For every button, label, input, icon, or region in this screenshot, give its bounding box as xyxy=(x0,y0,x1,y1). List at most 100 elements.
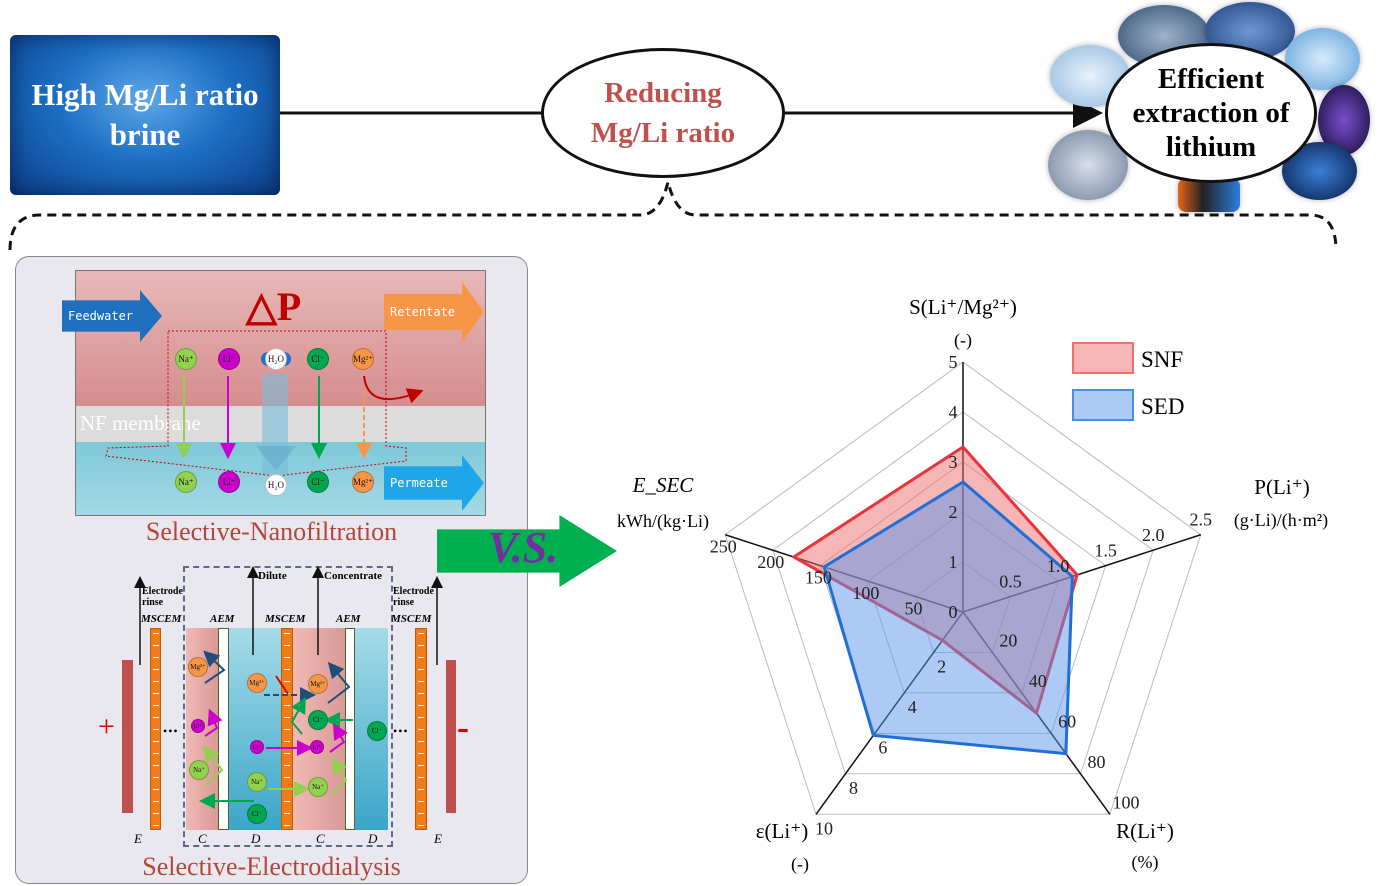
compartment-label: D xyxy=(368,831,378,846)
axis-unit-s: (-) xyxy=(954,330,972,351)
ion-cl: Cl⁻ xyxy=(367,721,387,741)
axis-title-p: P(Li⁺) xyxy=(1254,475,1309,499)
legend-swatch-snf xyxy=(1072,342,1134,374)
tick-label: 50 xyxy=(904,599,922,619)
ion-mg: Mg²⁺ xyxy=(247,673,267,693)
tick-label: 2 xyxy=(937,656,946,676)
ion-li: Li⁺ xyxy=(191,719,205,733)
tick-label: 150 xyxy=(805,568,832,588)
tick-label: 1.0 xyxy=(1047,556,1070,576)
tick-label: 200 xyxy=(757,552,784,572)
nf-arrows xyxy=(105,330,424,477)
tick-label: 1.5 xyxy=(1094,541,1117,561)
membrane-label-mscem: MSCEM xyxy=(265,613,306,625)
smartwatch-icon xyxy=(1178,178,1240,212)
ellipsis-right: ••• xyxy=(393,724,409,738)
axis-title-esec: E_SEC xyxy=(632,473,695,497)
reducing-ellipse: Reducing Mg/Li ratio xyxy=(541,48,785,178)
ion-h2o: H₂O xyxy=(265,348,287,370)
axis-unit-p: (g·Li)/(h·m²) xyxy=(1234,510,1328,531)
electrode-rinse-left: Electrode rinse xyxy=(142,586,183,608)
tick-label: 6 xyxy=(878,737,887,757)
compartment-d xyxy=(229,628,281,830)
tick-label: 250 xyxy=(710,537,737,557)
membrane-label-mscem: MSCEM xyxy=(141,613,182,625)
efficient-label: Efficient extraction of lithium xyxy=(1132,63,1290,163)
compartment-label: D xyxy=(251,831,261,846)
ion-na: Na⁺ xyxy=(175,348,197,370)
anode xyxy=(122,660,133,813)
axis-unit-e: (-) xyxy=(791,854,809,875)
tick-label: 80 xyxy=(1088,752,1106,772)
ion-mg: Mg²⁺ xyxy=(188,657,208,677)
ed-caption: Selective-Electrodialysis xyxy=(142,852,401,881)
ellipsis-left: ••• xyxy=(163,724,179,738)
ion-cl: Cl⁻ xyxy=(308,710,328,730)
nf-membrane-label: NF membrane xyxy=(80,411,201,435)
plus-sign: + xyxy=(98,710,115,743)
axis-title-s: S(Li⁺/Mg²⁺) xyxy=(909,295,1017,319)
tick-label: 0 xyxy=(949,602,958,622)
ion-cl: Cl⁻ xyxy=(247,804,267,824)
membrane-label-mscem: MSCEM xyxy=(391,613,432,625)
mscem-membrane xyxy=(150,628,161,830)
brine-box: High Mg/Li ratio brine xyxy=(10,35,280,195)
membrane-label-aem: AEM xyxy=(210,613,235,625)
compartment-label: E xyxy=(434,831,442,846)
ion-na: Na⁺ xyxy=(189,760,209,780)
ion-na: Na⁺ xyxy=(308,777,328,797)
series-sed-polygon xyxy=(822,480,1074,756)
tick-label: 2.0 xyxy=(1142,525,1165,545)
delta-p-label: △P xyxy=(246,284,302,329)
retentate-label: Retentate xyxy=(390,305,456,319)
ion-li: Li⁺ xyxy=(218,348,240,370)
compartment-label: C xyxy=(198,831,207,846)
ion-mg: Mg²⁺ xyxy=(308,674,328,694)
brine-label: High Mg/Li ratio brine xyxy=(31,77,259,152)
legend-label-sed: SED xyxy=(1141,394,1184,419)
nf-caption: Selective-Nanofiltration xyxy=(145,517,398,546)
efficient-ellipse: Efficient extraction of lithium xyxy=(1105,43,1317,183)
membrane-label-aem: AEM xyxy=(336,613,361,625)
tick-label: 60 xyxy=(1058,711,1076,731)
feedwater-label: Feedwater xyxy=(68,309,134,323)
permeate-label: Permeate xyxy=(390,476,448,490)
compartment-label: E xyxy=(134,831,142,846)
tick-label: 100 xyxy=(1112,792,1139,812)
tick-label: 4 xyxy=(949,402,958,422)
ion-na: Na⁺ xyxy=(247,772,267,792)
ion-li: Li⁺ xyxy=(250,740,264,754)
dilute-label: Dilute xyxy=(258,570,287,582)
cathode xyxy=(446,660,456,813)
dashed-brace xyxy=(8,181,1338,251)
axis-unit-esec: kWh/(kg·Li) xyxy=(617,511,709,532)
repeat-unit-box xyxy=(183,566,393,847)
ion-mg: Mg²⁺ xyxy=(352,348,374,370)
ion-na: Na⁺ xyxy=(175,471,197,493)
tick-label: 0.5 xyxy=(999,572,1022,592)
tick-label: 4 xyxy=(908,697,917,717)
mscem-membrane xyxy=(281,628,293,830)
legend-swatch-sed xyxy=(1072,389,1134,421)
concentrate-label: Concentrate xyxy=(324,570,383,582)
tick-label: 3 xyxy=(949,452,958,472)
ed-arrows xyxy=(134,566,443,809)
tick-label: 1 xyxy=(949,552,958,572)
reducing-label: Reducing Mg/Li ratio xyxy=(590,77,736,149)
ion-cl: Cl⁻ xyxy=(307,471,329,493)
tick-label: 40 xyxy=(1029,671,1047,691)
axis-title-e: ε(Li⁺) xyxy=(756,819,809,843)
tick-label: 2.5 xyxy=(1190,510,1213,530)
axis-unit-r: (%) xyxy=(1132,852,1159,873)
compartment-label: C xyxy=(316,831,325,846)
minus-sign: - xyxy=(457,707,469,747)
tick-label: 5 xyxy=(949,352,958,372)
tick-label: 10 xyxy=(815,818,833,838)
grid-ring xyxy=(772,411,1154,775)
legend-label-snf: SNF xyxy=(1141,347,1183,372)
ion-mg: Mg²⁺ xyxy=(352,471,374,493)
axis-title-r: R(Li⁺) xyxy=(1116,819,1174,843)
tick-label: 8 xyxy=(849,778,858,798)
tick-label: 100 xyxy=(852,583,879,603)
